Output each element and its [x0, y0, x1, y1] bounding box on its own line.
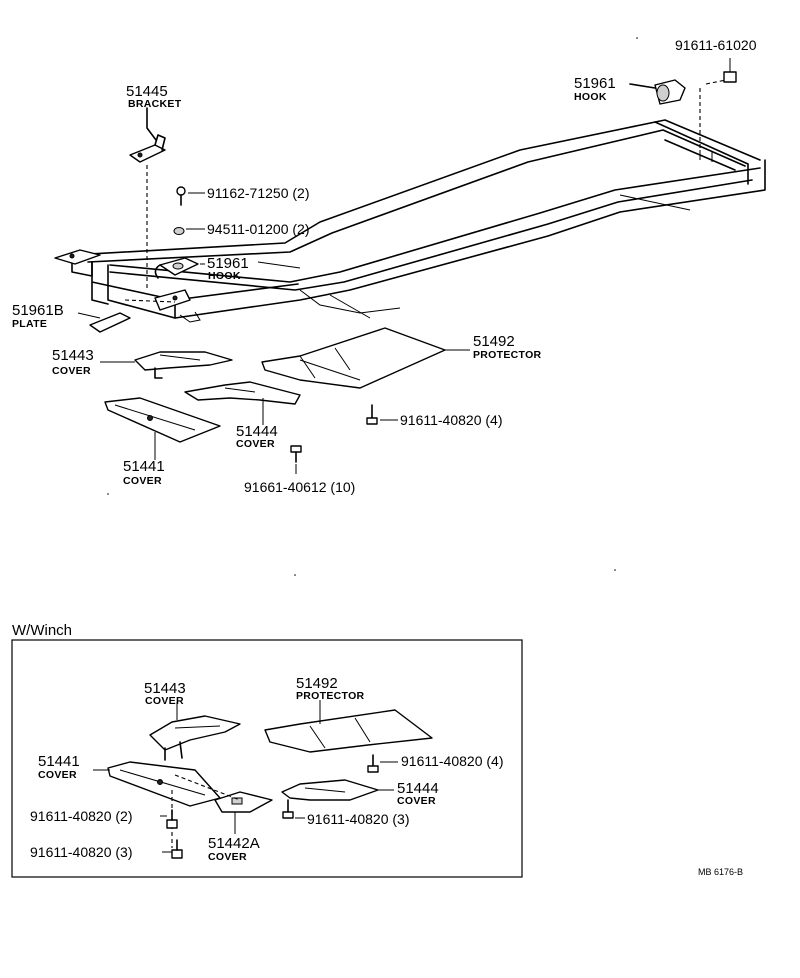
winch-bolts-left — [160, 790, 183, 859]
plate-51961b — [77, 312, 131, 333]
bolt-91611-40820-main — [366, 404, 398, 425]
bolt-91611-61020 — [723, 58, 737, 83]
bolt-91611-61020-label: 91611-61020 — [675, 37, 757, 53]
drawing-code: MB 6176-B — [698, 867, 743, 877]
callout-51441-number: 51441 — [123, 458, 165, 475]
winch-callout-51444-number: 51444 — [397, 780, 439, 797]
scan-marks — [107, 37, 638, 576]
winch-cover-51442a — [174, 774, 273, 834]
winch-section-box — [11, 639, 523, 878]
hook-51961-top — [629, 79, 686, 105]
callout-51444-name: COVER — [236, 438, 275, 450]
winch-callout-51443-number: 51443 — [144, 680, 186, 697]
callout-51961-top-number: 51961 — [574, 75, 616, 92]
winch-bolt-4-label: 91611-40820 (4) — [401, 753, 503, 769]
winch-bolt-2-label: 91611-40820 (2) — [30, 808, 132, 824]
winch-cover-51444 — [281, 779, 394, 801]
callout-51961-mid-name: HOOK — [208, 270, 241, 282]
bolt-91661-40612-label: 91661-40612 (10) — [244, 479, 355, 495]
callout-51443-name: COVER — [52, 365, 91, 377]
winch-bolt-3-right-label: 91611-40820 (3) — [307, 811, 409, 827]
callout-51961-mid-number: 51961 — [207, 255, 249, 272]
cover-51444 — [184, 381, 301, 425]
winch-callout-51492-number: 51492 — [296, 675, 338, 692]
winch-callout-51492-name: PROTECTOR — [296, 690, 365, 702]
front-pad-left — [54, 249, 101, 265]
hook-51961-mid — [154, 257, 205, 279]
callout-51443-number: 51443 — [52, 347, 94, 364]
callout-51492-number: 51492 — [473, 333, 515, 350]
winch-callout-51441-name: COVER — [38, 769, 77, 781]
chassis-frame — [54, 119, 766, 323]
winch-callout-51444-name: COVER — [397, 795, 436, 807]
winch-bolt-3-right — [282, 799, 305, 819]
winch-callout-51441-number: 51441 — [38, 753, 80, 770]
winch-bolt-4 — [367, 754, 398, 773]
protector-51492 — [261, 327, 470, 389]
bolt-91162-71250 — [176, 186, 205, 206]
winch-protector-51492 — [264, 700, 433, 753]
callout-51961-top-name: HOOK — [574, 91, 607, 103]
winch-callout-51443-name: COVER — [145, 695, 184, 707]
callout-51492-name: PROTECTOR — [473, 349, 542, 361]
bolt-91661-40612 — [290, 445, 302, 474]
callout-51445-name: BRACKET — [128, 98, 182, 110]
dashed-leaders — [124, 79, 727, 303]
bracket-51445 — [129, 107, 166, 163]
callout-51961b-name: PLATE — [12, 318, 47, 330]
winch-callout-51442a-name: COVER — [208, 851, 247, 863]
bolt-91611-40820-main-label: 91611-40820 (4) — [400, 412, 502, 428]
winch-section-title: W/Winch — [12, 622, 72, 639]
callout-51961b-number: 51961B — [12, 302, 64, 319]
callout-51441-name: COVER — [123, 475, 162, 487]
cover-51441 — [104, 397, 221, 460]
washer-94511-01200 — [173, 227, 205, 235]
winch-callout-51442a-number: 51442A — [208, 835, 260, 852]
cover-51443 — [100, 351, 233, 379]
callout-51445-number: 51445 — [126, 83, 168, 100]
bolt-91162-71250-label: 91162-71250 (2) — [207, 185, 309, 201]
winch-cover-51441 — [93, 761, 221, 807]
winch-bolt-3-left-label: 91611-40820 (3) — [30, 844, 132, 860]
washer-94511-01200-label: 94511-01200 (2) — [207, 221, 309, 237]
front-pad-right — [154, 289, 191, 311]
winch-cover-51443 — [149, 702, 241, 761]
callout-51444-number: 51444 — [236, 423, 278, 440]
